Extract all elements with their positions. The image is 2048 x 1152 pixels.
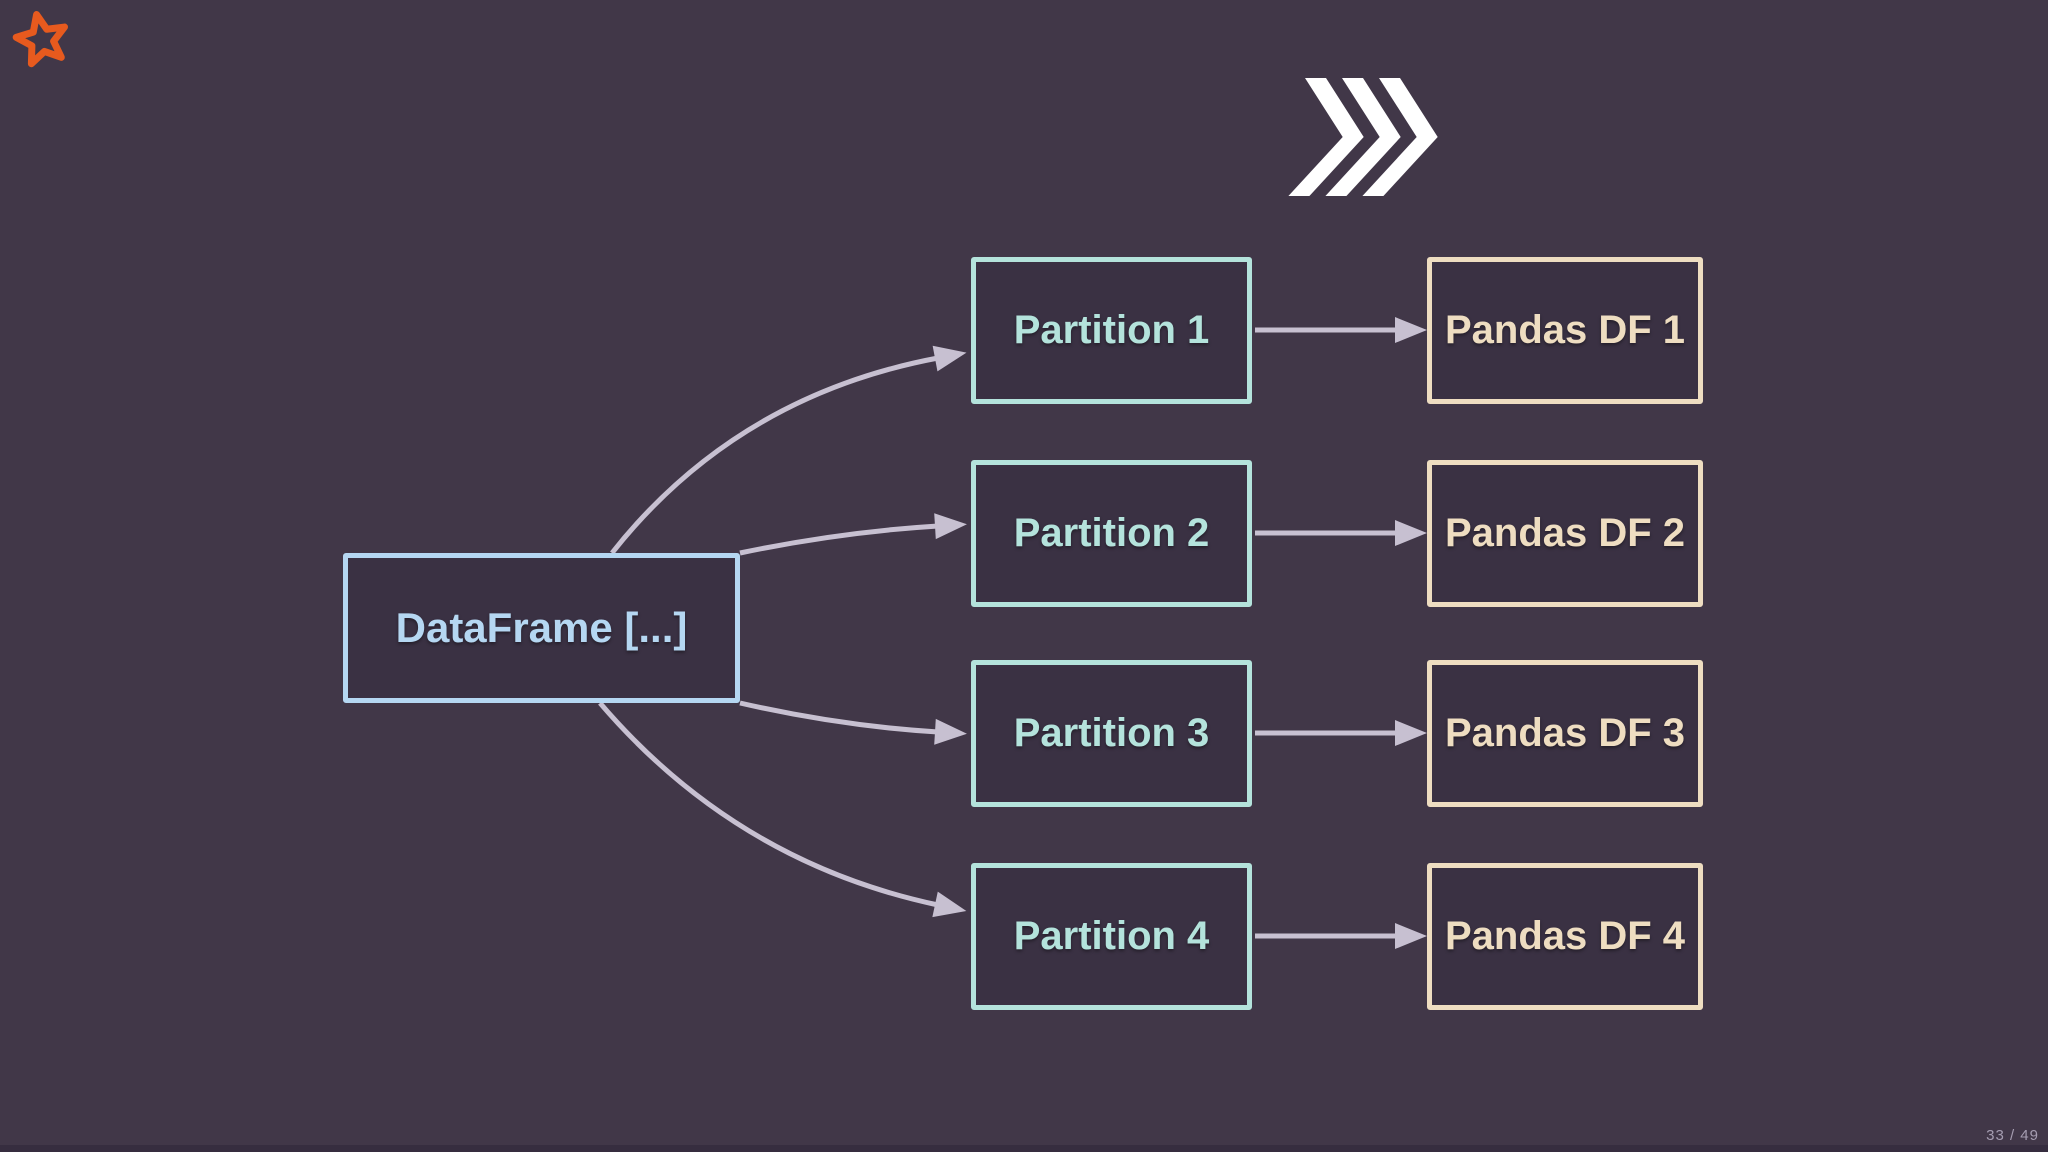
page-indicator: 33 / 49 [1986, 1127, 2039, 1144]
pandas-df-node-2: Pandas DF 2 [1427, 460, 1703, 607]
star-icon [12, 11, 68, 68]
arrow-df-to-partition-4 [598, 701, 967, 918]
triple-chevron-right-icon [1288, 78, 1438, 196]
pandas-df-node-1: Pandas DF 1 [1427, 257, 1703, 404]
partition-node-label: Partition 4 [1013, 914, 1210, 958]
bottom-edge-bar [0, 1145, 2048, 1152]
arrow-df-to-partition-1 [610, 345, 967, 555]
pandas-df-node-4: Pandas DF 4 [1427, 863, 1703, 1010]
pandas-df-node-label: Pandas DF 2 [1444, 511, 1686, 555]
arrow-df-to-partition-3 [739, 700, 967, 745]
partition-node-2: Partition 2 [971, 460, 1252, 607]
partition-node-label: Partition 3 [1013, 711, 1210, 755]
pandas-df-node-label: Pandas DF 1 [1444, 308, 1686, 352]
partition-node-3: Partition 3 [971, 660, 1252, 807]
partition-node-label: Partition 1 [1013, 308, 1210, 352]
pandas-df-node-3: Pandas DF 3 [1427, 660, 1703, 807]
pandas-df-node-label: Pandas DF 3 [1444, 711, 1686, 755]
dataframe-node: DataFrame [...] [343, 553, 740, 703]
partition-node-label: Partition 2 [1013, 511, 1210, 555]
partition-node-4: Partition 4 [971, 863, 1252, 1010]
pandas-df-node-label: Pandas DF 4 [1444, 914, 1686, 958]
dataframe-node-label: DataFrame [...] [395, 604, 688, 651]
partition-node-1: Partition 1 [971, 257, 1252, 404]
arrow-df-to-partition-2 [739, 513, 967, 556]
